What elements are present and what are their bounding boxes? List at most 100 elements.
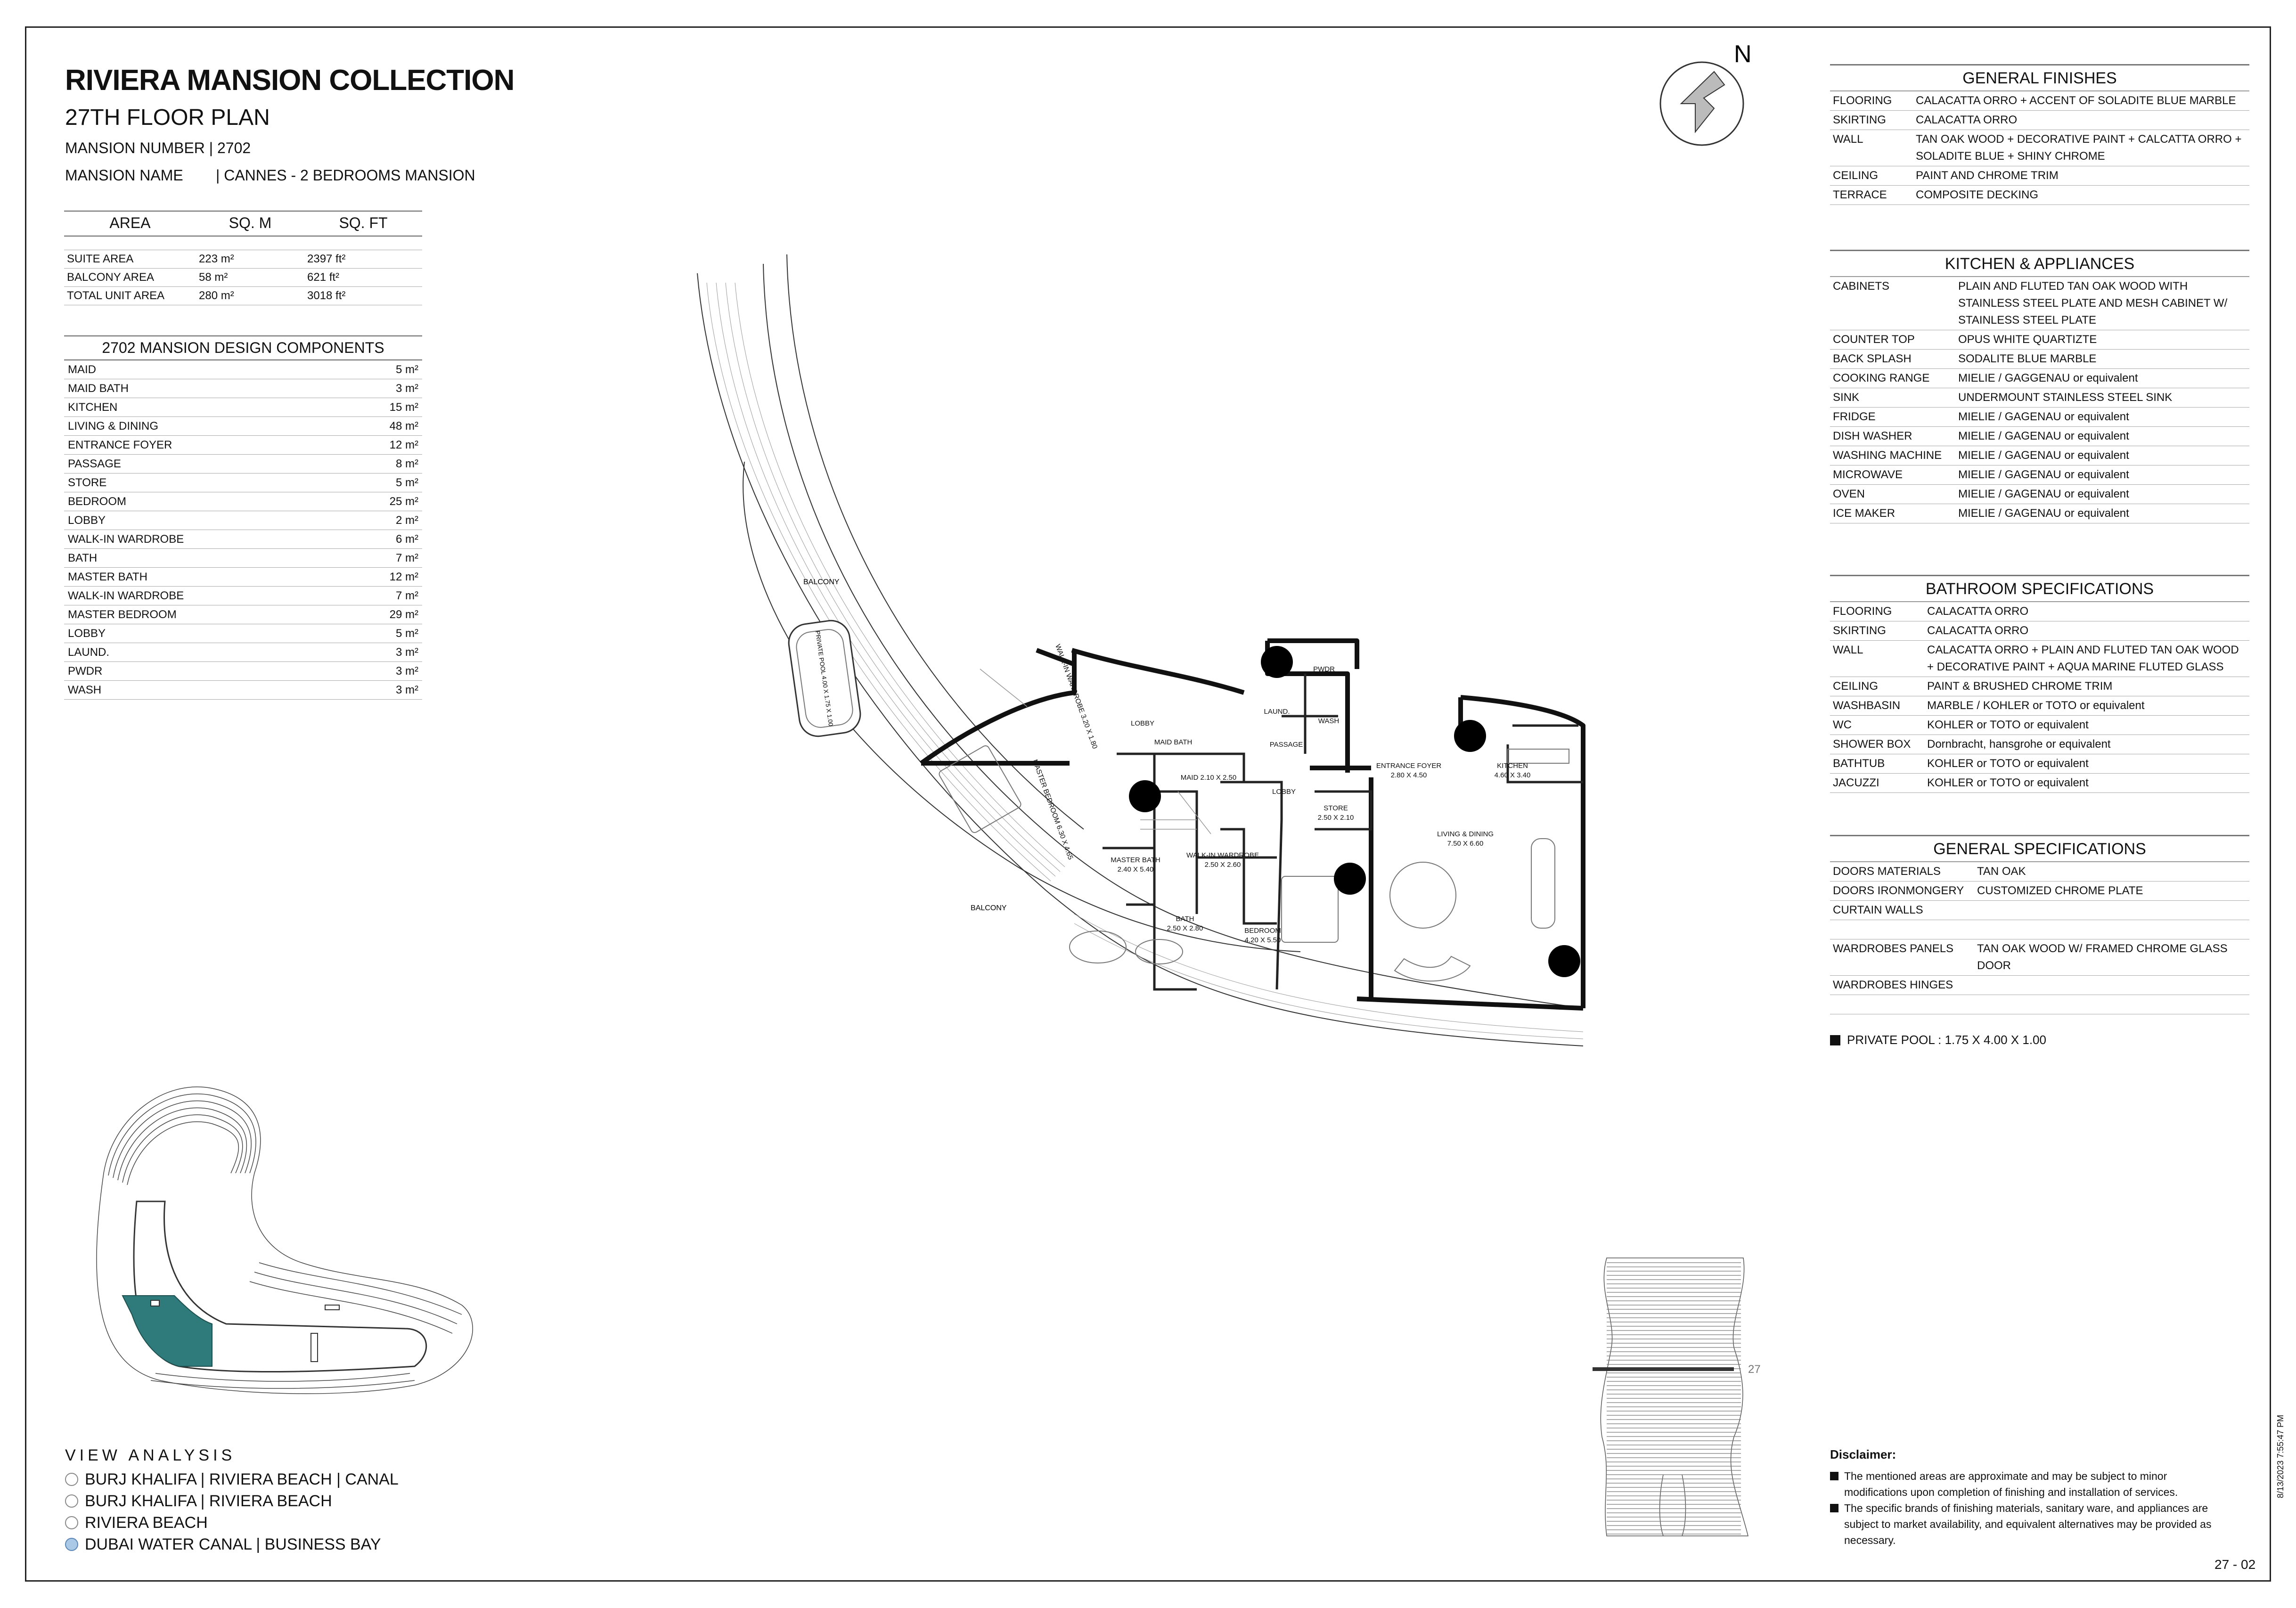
spec-value: SODALITE BLUE MARBLE (1958, 352, 2097, 365)
bathroom-specs-title: BATHROOM SPECIFICATIONS (1830, 575, 2249, 602)
kitchen-appliances-title: KITCHEN & APPLIANCES (1830, 250, 2249, 277)
spec-value (1977, 996, 2247, 1013)
balcony-outer-edge (697, 273, 1584, 1046)
component-area: 25 m² (389, 495, 418, 508)
radio-circle-selected-icon (65, 1538, 78, 1551)
key-plan (96, 1086, 473, 1394)
spec-value: TAN OAK (1977, 865, 2026, 878)
floor-plan-title: 27TH FLOOR PLAN (65, 105, 270, 130)
component-label: PASSAGE (68, 457, 121, 470)
component-label: WASH (68, 684, 102, 696)
balcony-rail (786, 254, 1084, 830)
spec-value: KOHLER or TOTO or equivalent (1927, 718, 2089, 731)
tower-elevation: 27 (1593, 1257, 1761, 1536)
component-area: 3 m² (396, 646, 418, 659)
view-option[interactable]: DUBAI WATER CANAL | BUSINESS BAY (65, 1534, 399, 1555)
room-label: STORE (1324, 804, 1348, 812)
room-label: 2.40 X 5.40 (1118, 865, 1154, 873)
spec-value: TAN OAK WOOD W/ FRAMED CHROME GLASS DOOR (1977, 942, 2228, 972)
spec-value: TAN OAK WOOD + DECORATIVE PAINT + CALCAT… (1916, 133, 2242, 163)
list-item: PWDR 3 m² (64, 662, 422, 681)
footprint-outline (96, 1086, 473, 1394)
spec-value (1977, 902, 2247, 919)
component-area: 29 m² (389, 608, 418, 621)
north-arrow-icon (1680, 71, 1725, 133)
spec-key (1833, 921, 1977, 938)
view-analysis: VIEW ANALYSIS BURJ KHALIFA | RIVIERA BEA… (65, 1446, 399, 1555)
table-row: SUITE AREA 223 m² 2397 ft² (64, 250, 422, 269)
spec-value: MIELIE / GAGENAU or equivalent (1958, 410, 2129, 423)
component-area: 12 m² (389, 439, 418, 451)
balcony-label-top: BALCONY (803, 578, 840, 586)
living-rug (1389, 862, 1456, 929)
mansion-number: MANSION NUMBER | 2702 (65, 139, 251, 156)
spec-value: PLAIN AND FLUTED TAN OAK WOOD WITH STAIN… (1958, 280, 2228, 326)
component-label: BEDROOM (68, 495, 127, 508)
wall-pwdr-top (1267, 638, 1359, 669)
spec-key: WASHING MACHINE (1833, 449, 1942, 462)
wall-master-north (920, 648, 1077, 766)
kitchen-counter (1507, 749, 1569, 764)
general-finishes-title: GENERAL FINISHES (1830, 64, 2249, 91)
spec-value: MIELIE / GAGGENAU or equivalent (1958, 372, 2138, 384)
bedroom-bed (1281, 876, 1339, 943)
component-area: 3 m² (396, 665, 418, 677)
view-option[interactable]: RIVIERA BEACH (65, 1512, 399, 1534)
room-label: LIVING & DINING (1437, 830, 1494, 838)
room-label: KITCHEN (1497, 762, 1528, 770)
room-label: ENTRANCE FOYER (1376, 762, 1442, 770)
view-option[interactable]: BURJ KHALIFA | RIVIERA BEACH (65, 1490, 399, 1512)
view-option[interactable]: BURJ KHALIFA | RIVIERA BEACH | CANAL (65, 1469, 399, 1490)
area-sqm: 223 m² (196, 250, 304, 269)
component-label: LOBBY (68, 627, 106, 640)
room-label: BEDROOM (1244, 927, 1281, 935)
print-timestamp: 8/13/2023 7:55:47 PM (2276, 1414, 2285, 1498)
disclaimer-item: The mentioned areas are approximate and … (1830, 1468, 2226, 1500)
component-label: WALK-IN WARDROBE (68, 533, 184, 546)
radio-circle-icon (65, 1494, 78, 1508)
spec-value: CUSTOMIZED CHROME PLATE (1977, 884, 2143, 897)
spec-key: SINK (1833, 391, 1860, 404)
spec-value: OPUS WHITE QUARTIZTE (1958, 333, 2097, 346)
spec-key: CEILING (1833, 680, 1879, 693)
area-label: SUITE AREA (64, 250, 196, 269)
room-label: LOBBY (1272, 788, 1296, 796)
bullet-square-icon (1830, 1504, 1838, 1512)
component-area: 48 m² (389, 420, 418, 433)
component-label: PWDR (68, 665, 103, 677)
disclaimer-title: Disclaimer: (1830, 1447, 1896, 1461)
component-label: WALK-IN WARDROBE (68, 589, 184, 602)
radio-circle-icon (65, 1473, 78, 1486)
component-area: 12 m² (389, 571, 418, 583)
bullet-square-icon (1830, 1472, 1838, 1480)
component-area: 2 m² (396, 514, 418, 527)
disclaimer: Disclaimer: The mentioned areas are appr… (1830, 1446, 2226, 1548)
view-option-label: RIVIERA BEACH (85, 1513, 208, 1532)
north-label: N (1734, 42, 1752, 68)
spec-key: FLOORING (1833, 605, 1892, 618)
spec-key: ICE MAKER (1833, 507, 1896, 520)
component-label: ENTRANCE FOYER (68, 439, 172, 451)
master-bathtub (1069, 931, 1127, 963)
view-option-label: DUBAI WATER CANAL | BUSINESS BAY (85, 1535, 381, 1553)
wall-south (1356, 996, 1584, 1011)
spec-key: SKIRTING (1833, 114, 1886, 126)
list-item: ENTRANCE FOYER 12 m² (64, 436, 422, 455)
spec-key: CURTAIN WALLS (1833, 904, 1923, 916)
